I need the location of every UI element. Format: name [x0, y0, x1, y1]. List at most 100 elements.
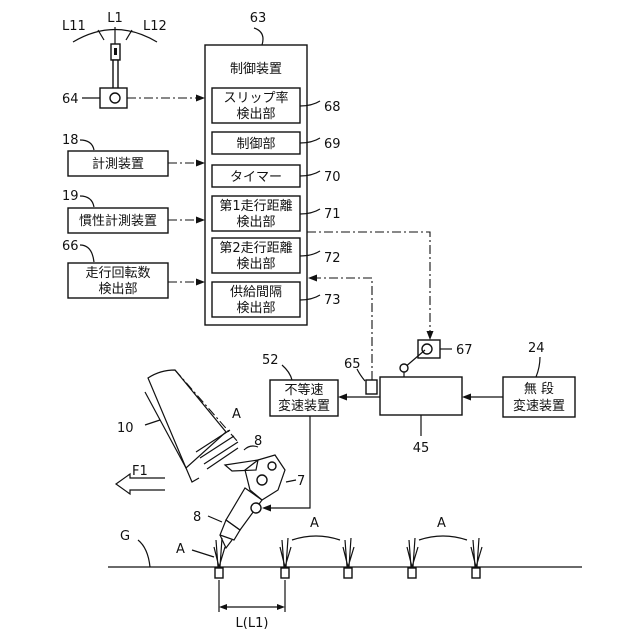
- lever-ref-label: 64: [62, 92, 79, 107]
- controller-ref-leader: [254, 28, 263, 45]
- input-rpm-ref: 66: [62, 239, 79, 254]
- claw-8-lower: [220, 520, 240, 540]
- seedling-3: [343, 538, 354, 578]
- input-meter-ref: 18: [62, 133, 79, 148]
- unit-first-distance-ref: 71: [324, 207, 341, 222]
- nonuniform-52-ref: 52: [262, 353, 279, 368]
- claw-8-lower-ref: 8: [193, 510, 201, 525]
- hopper-10-edge: [145, 392, 186, 468]
- input-rpm-line2: 検出部: [98, 282, 137, 297]
- unit-slip-rate-ref: 68: [324, 100, 341, 115]
- lever-pivot: [110, 93, 120, 103]
- mechanism-7-leader: [286, 480, 296, 482]
- unit-second-distance-line1: 第2走行距離: [219, 241, 292, 256]
- actuator-67-rotor: [422, 344, 432, 354]
- seedling-label-group-2: A: [437, 516, 446, 531]
- unit-slip-rate-line1: スリップ率: [223, 90, 288, 106]
- hopper-10-ribs: [196, 430, 238, 469]
- ground-leader: [138, 540, 150, 567]
- lever-shaft: [113, 60, 118, 90]
- unit-first-distance-line1: 第1走行距離: [219, 199, 292, 214]
- unit-slip-rate-line2: 検出部: [236, 107, 275, 122]
- ground-label: G: [120, 529, 130, 544]
- unit-supply-interval-ref: 73: [324, 293, 341, 308]
- claw-8-upper-ref: 8: [254, 434, 262, 449]
- input-imu-leader: [80, 196, 94, 207]
- arrowhead: [338, 394, 347, 401]
- actuator-67-ref: 67: [456, 343, 473, 358]
- arrowhead: [262, 505, 271, 512]
- unit-supply-interval-line2: 検出部: [236, 301, 275, 316]
- seedling-4: [407, 538, 418, 578]
- cvt-24-line2: 変速装置: [513, 398, 565, 414]
- input-rpm-line1: 走行回転数: [85, 266, 150, 281]
- arrowhead: [462, 394, 471, 401]
- seedling-group-arc-1: [292, 536, 340, 540]
- mechanism-7-pivot-a: [257, 475, 267, 485]
- seedling-group-arc-2: [419, 536, 467, 540]
- arrowhead: [427, 331, 434, 340]
- seedling-root: [344, 568, 352, 578]
- transmission-45-box: [380, 377, 462, 415]
- arrowhead: [196, 217, 205, 224]
- unit-timer-ref: 70: [324, 170, 341, 185]
- input-blocks: 18 計測装置 19 慣性計測装置 66 走行回転数 検出部: [62, 133, 168, 298]
- seedling-label-top: A: [232, 407, 241, 422]
- mechanism-7-pivot-c: [251, 503, 261, 513]
- mechanism-7-pivot-b: [268, 462, 276, 470]
- lever-assembly: L1 L11 L12 64: [62, 11, 167, 108]
- input-imu-ref: 19: [62, 189, 79, 204]
- spacing-label: L(L1): [236, 616, 269, 631]
- signal-lines: [127, 95, 205, 286]
- arrowhead: [219, 604, 227, 610]
- input-meter-leader: [80, 140, 94, 150]
- sensor-65-box: [366, 380, 377, 394]
- lever-knob-slot: [114, 48, 117, 55]
- actuator-link-pivot-a: [400, 364, 408, 372]
- lever-center-label: L1: [107, 11, 123, 26]
- seedling-root: [472, 568, 480, 578]
- seedling-root: [215, 568, 223, 578]
- seedling-root: [281, 568, 289, 578]
- seedling-label-group-1: A: [310, 516, 319, 531]
- lever-left-label: L11: [62, 19, 86, 34]
- seedling-2: [280, 538, 291, 578]
- drive-train: 65 67 45 24 無 段 変速装置 不等速 変速装置 52: [262, 232, 575, 512]
- cvt-24-leader: [536, 357, 540, 377]
- nonuniform-52-leader: [282, 365, 292, 380]
- seedling-1: [214, 538, 225, 578]
- input-imu-text: 慣性計測装置: [79, 213, 157, 229]
- cvt-24-line1: 無 段: [524, 382, 554, 397]
- claw-8-upper: [225, 460, 258, 471]
- arrowhead: [196, 279, 205, 286]
- ground-field: G A A A: [108, 516, 582, 631]
- arrowhead: [277, 604, 285, 610]
- lever-right-label: L12: [143, 19, 167, 34]
- sensor-65-ref: 65: [344, 357, 361, 372]
- nonuniform-52-line2: 変速装置: [278, 398, 330, 414]
- seedling-blades: [407, 538, 418, 567]
- unit-first-distance-line2: 検出部: [236, 215, 275, 230]
- unit-second-distance-ref: 72: [324, 251, 341, 266]
- unit-control-line1: 制御部: [236, 137, 275, 152]
- arrowhead: [196, 95, 205, 102]
- seedling-blades: [343, 538, 354, 567]
- direction-label: F1: [132, 464, 148, 479]
- seedling-ground-leader: [192, 550, 214, 557]
- seedling-blades: [471, 538, 482, 567]
- input-rpm-leader: [80, 245, 94, 262]
- nonuniform-52-line1: 不等速: [284, 382, 323, 398]
- mechanism-7-ref: 7: [297, 474, 305, 489]
- unit-control-ref: 69: [324, 137, 341, 152]
- seedling-label-ground: A: [176, 542, 185, 557]
- cvt-24-ref: 24: [528, 341, 545, 356]
- seedling-root: [408, 568, 416, 578]
- unit-timer-line1: タイマー: [230, 170, 282, 185]
- input-meter-text: 計測装置: [92, 156, 144, 172]
- drive-nonuniform-to-mechanism: [270, 416, 310, 508]
- seedling-5: [471, 538, 482, 578]
- hopper-10-ref: 10: [117, 421, 134, 436]
- transmission-45-ref: 45: [413, 441, 430, 456]
- arrowhead: [196, 160, 205, 167]
